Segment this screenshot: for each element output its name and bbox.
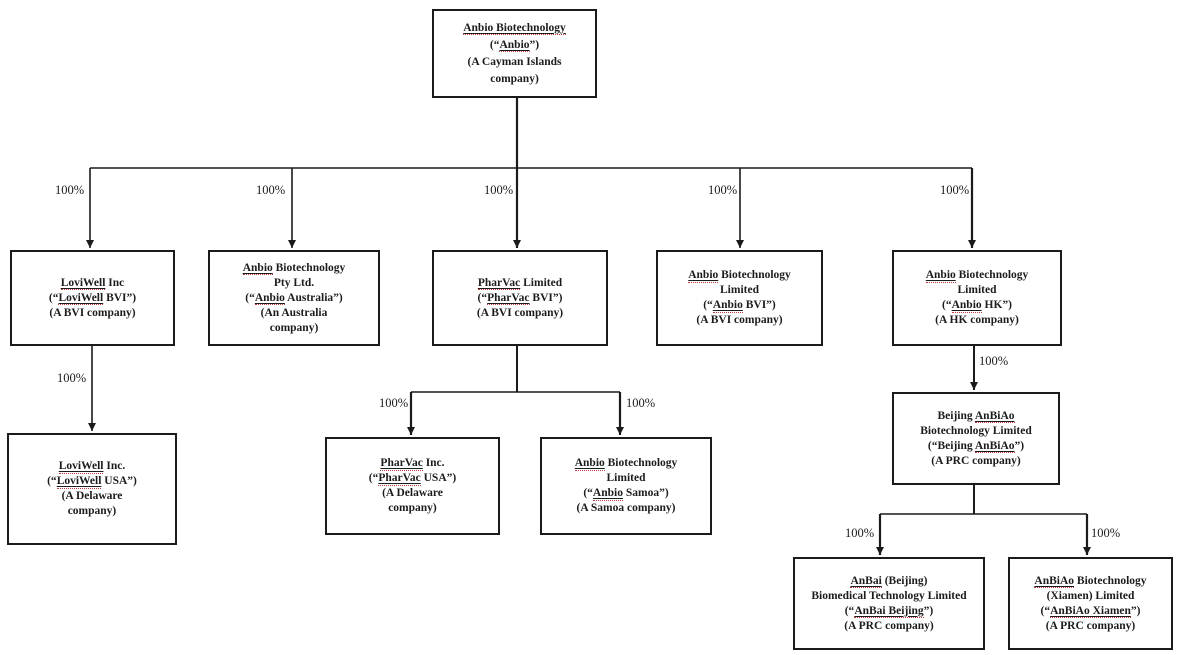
- org-node-text-line: Limited: [957, 284, 997, 296]
- ownership-label: 100%: [57, 371, 87, 385]
- ownership-label: 100%: [708, 183, 738, 197]
- org-node-text-line: (“LoviWell USA”): [47, 475, 137, 489]
- org-node-text-line: (A Cayman Islands: [467, 55, 562, 68]
- org-node-text-line: (“Anbio HK”): [942, 299, 1012, 313]
- org-node-text-line: (“Anbio Australia”): [245, 291, 343, 305]
- org-node-text-line: (A PRC company): [1045, 619, 1136, 632]
- org-node-text-line: (“LoviWell BVI”): [48, 291, 137, 305]
- org-node-text-line: Anbio Biotechnology: [925, 269, 1029, 283]
- org-node-text-line: (“AnBai Beijing”): [844, 604, 934, 618]
- org-node-text-line: (A BVI company): [696, 314, 783, 326]
- org-node-text-line: Limited: [720, 284, 759, 296]
- org-node-text-line: (A Samoa company): [576, 502, 676, 514]
- org-node-anbiao-xiamen: AnBiAo Biotechnology(Xiamen) Limited (“An…: [1008, 557, 1173, 650]
- ownership-label: 100%: [1091, 526, 1121, 540]
- org-node-text-line: Biotechnology Limited: [920, 424, 1032, 437]
- org-node-text-line: (Xiamen) Limited: [1046, 589, 1135, 602]
- org-node-text-line: (“Anbio”): [489, 38, 540, 52]
- org-node-text-line: company): [67, 505, 117, 517]
- org-node-text-line: (“Anbio Samoa”): [583, 487, 669, 501]
- org-node-text-line: (A PRC company): [844, 619, 934, 632]
- org-node-text-line: (“PharVac BVI”): [477, 291, 563, 305]
- org-node-text-line: PharVac Inc.: [380, 457, 445, 471]
- org-node-text-line: Anbio Biotechnology: [688, 269, 791, 283]
- org-node-text-line: (A HK company): [935, 314, 1019, 326]
- org-node-text-line: Pty Ltd.: [273, 276, 315, 289]
- org-node-text-line: Biomedical Technology Limited: [811, 589, 967, 602]
- org-node-text-line: (“AnBiAo Xiamen”): [1040, 604, 1141, 618]
- ownership-label: 100%: [979, 354, 1009, 368]
- org-node-anbio-cayman: Anbio Biotechnology (“Anbio”) (A Cayman Is…: [432, 9, 597, 98]
- org-node-anbai-beijing: AnBai (Beijing)Biomedical Technology Lim…: [793, 557, 985, 650]
- org-node-text-line: company): [490, 72, 539, 85]
- org-node-pharvac-usa: PharVac Inc.(“PharVac USA”)(A Delaware co…: [325, 437, 500, 535]
- org-node-text-line: (A Delaware: [382, 487, 443, 499]
- org-node-text-line: company): [269, 321, 319, 334]
- org-node-loviwell-usa: LoviWell Inc.(“LoviWell USA”)(A Delaware…: [7, 433, 177, 545]
- org-node-text-line: (An Australia: [260, 306, 328, 319]
- org-node-text-line: Anbio Biotechnology: [574, 457, 678, 471]
- ownership-label: 100%: [55, 183, 85, 197]
- org-node-text-line: LoviWell Inc.: [58, 460, 126, 474]
- org-node-text-line: AnBiAo Biotechnology: [1034, 574, 1147, 588]
- org-node-text-line: Anbio Biotechnology: [242, 261, 346, 275]
- ownership-label: 100%: [256, 183, 286, 197]
- org-node-pharvac-bvi: PharVac Limited(“PharVac BVI”)(A BVI com…: [432, 250, 608, 346]
- org-node-text-line: (A PRC company): [931, 454, 1021, 467]
- org-node-text-line: LoviWell Inc: [60, 276, 125, 290]
- org-node-text-line: Limited: [606, 472, 646, 484]
- org-node-text-line: (A BVI company): [476, 306, 564, 319]
- org-node-text-line: (“Beijing AnBiAo”): [927, 439, 1025, 453]
- ownership-label: 100%: [626, 396, 656, 410]
- org-node-text-line: Beijing AnBiAo: [937, 409, 1015, 423]
- org-node-text-line: Anbio Biotechnology: [463, 21, 566, 35]
- org-node-text-line: (A Delaware: [61, 490, 123, 502]
- ownership-label: 100%: [845, 526, 875, 540]
- ownership-label: 100%: [940, 183, 970, 197]
- org-node-text-line: (A BVI company): [49, 306, 136, 319]
- org-node-text-line: (“PharVac USA”): [368, 472, 457, 486]
- ownership-label: 100%: [484, 183, 514, 197]
- org-node-text-line: AnBai (Beijing): [850, 574, 928, 588]
- ownership-label: 100%: [379, 396, 409, 410]
- org-node-text-line: PharVac Limited: [477, 276, 563, 290]
- org-node-text-line: (“Anbio BVI”): [703, 299, 776, 313]
- org-node-loviwell-bvi: LoviWell Inc(“LoviWell BVI”)(A BVI compa…: [10, 250, 175, 346]
- org-node-text-line: company): [388, 502, 437, 514]
